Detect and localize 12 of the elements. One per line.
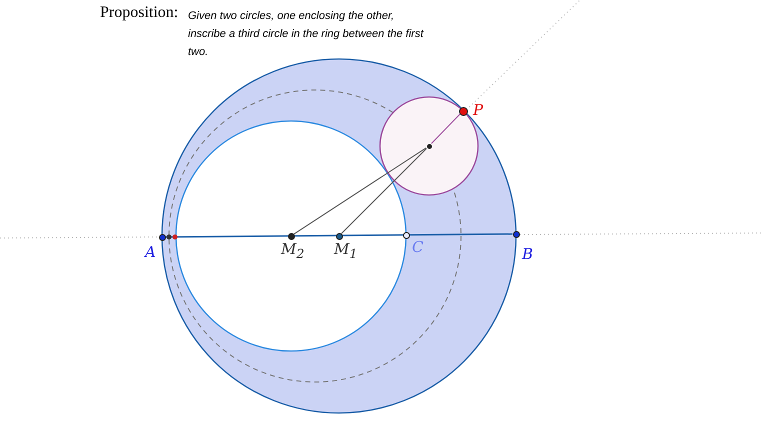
point-label: B (522, 246, 534, 262)
point-label: A (145, 244, 156, 260)
point-label: C (412, 239, 424, 255)
line-segment (293, 147, 427, 235)
point-label: M$_{2}$ (281, 241, 304, 262)
line-segment (340, 148, 428, 234)
point-label: P (473, 102, 484, 118)
title: Proposition: (100, 4, 178, 22)
line-segment (166, 233, 512, 238)
point-label: M$_{1}$ (334, 241, 358, 262)
line-segment (430, 113, 462, 144)
proposition-text: Given two circles, one enclosing the other, inscribe a third circle in the ring between the first two. (188, 9, 425, 60)
